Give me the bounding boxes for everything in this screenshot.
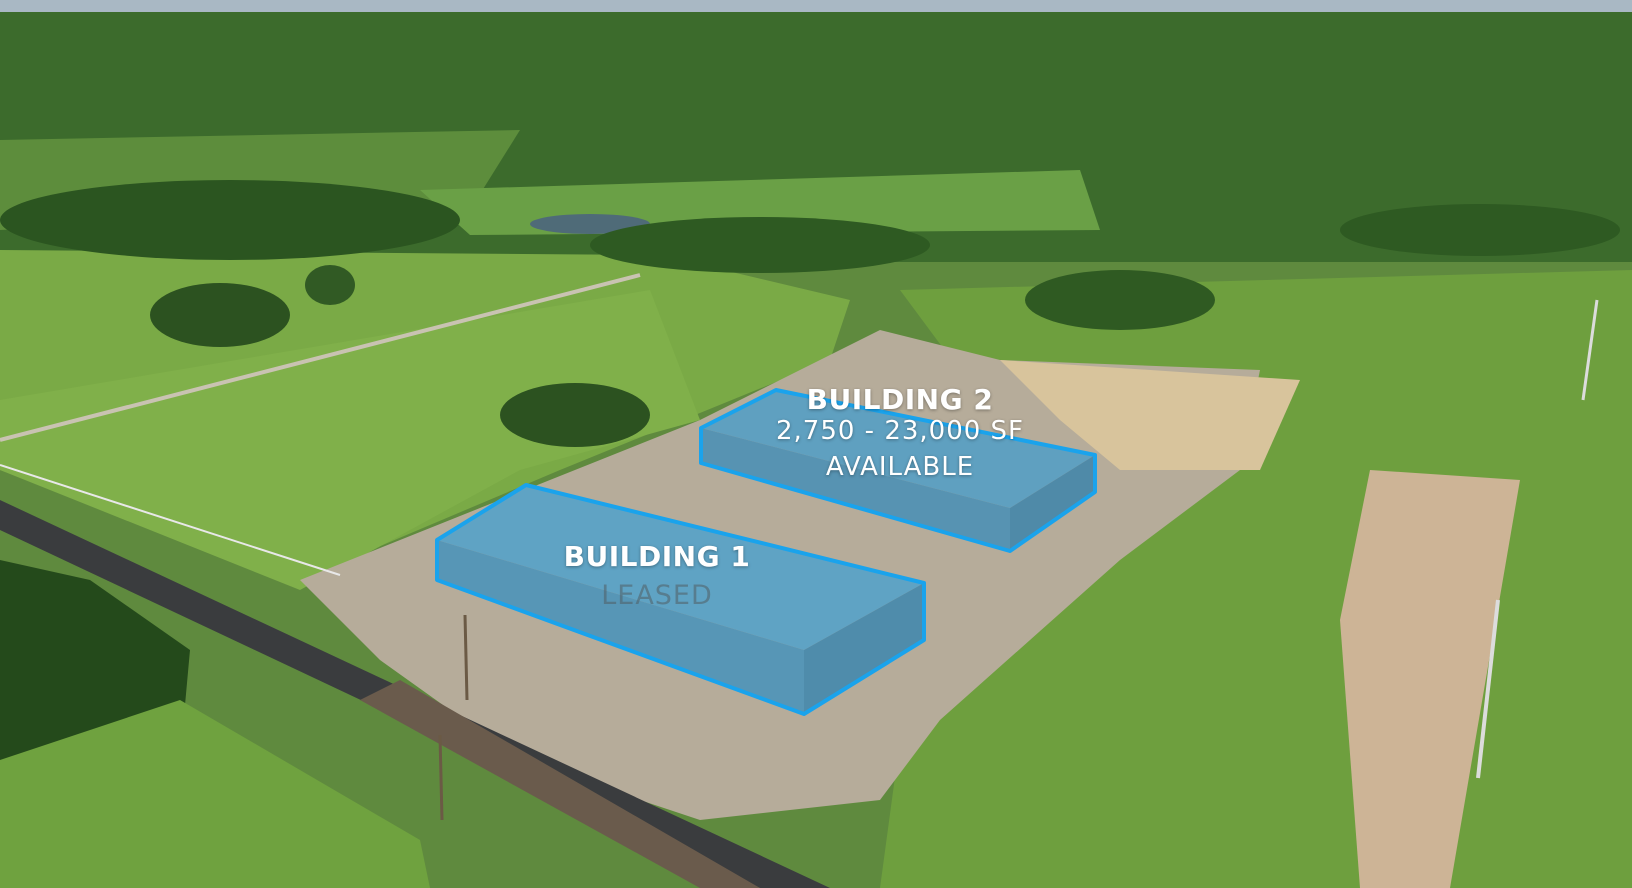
- utility-pole: [438, 734, 444, 821]
- horizon-haze: [0, 0, 1632, 14]
- building-1-title: BUILDING 1: [563, 540, 751, 573]
- tree-cluster: [1025, 270, 1215, 330]
- fence-line: [0, 464, 341, 576]
- tree-cluster: [0, 180, 460, 260]
- tree-cluster: [150, 283, 290, 347]
- building-2-size: 2,750 - 23,000 SF: [775, 416, 1025, 446]
- tree-cluster: [1340, 204, 1620, 256]
- building-2-outline: [699, 388, 1097, 553]
- building-2-title: BUILDING 2: [806, 383, 994, 416]
- tree-cluster: [500, 383, 650, 447]
- building-1-wall: [437, 540, 804, 714]
- building-2-end-wall: [1010, 455, 1095, 551]
- building-1-end-wall: [804, 583, 924, 714]
- sand-pile-area: [1000, 360, 1300, 470]
- field-lower-left-corner: [0, 700, 430, 888]
- utility-pole: [1476, 599, 1500, 779]
- pond: [530, 214, 650, 234]
- field-lower-left: [0, 290, 700, 590]
- building-2-roof: [701, 390, 1095, 508]
- building-2-status: AVAILABLE: [825, 452, 975, 482]
- utility-pole: [1581, 299, 1599, 401]
- building-1: [435, 483, 926, 716]
- building-1-outline: [435, 483, 926, 716]
- railroad: [360, 680, 760, 888]
- building-2-wall: [701, 428, 1010, 551]
- utility-pole: [463, 614, 469, 701]
- building-1-status: LEASED: [601, 580, 713, 611]
- dirt-strip: [1340, 470, 1520, 888]
- building-1-roof: [437, 485, 924, 650]
- farm-lane: [0, 273, 641, 442]
- tree-cluster: [305, 265, 355, 305]
- building-2: [699, 388, 1097, 553]
- tree-cluster: [590, 217, 930, 273]
